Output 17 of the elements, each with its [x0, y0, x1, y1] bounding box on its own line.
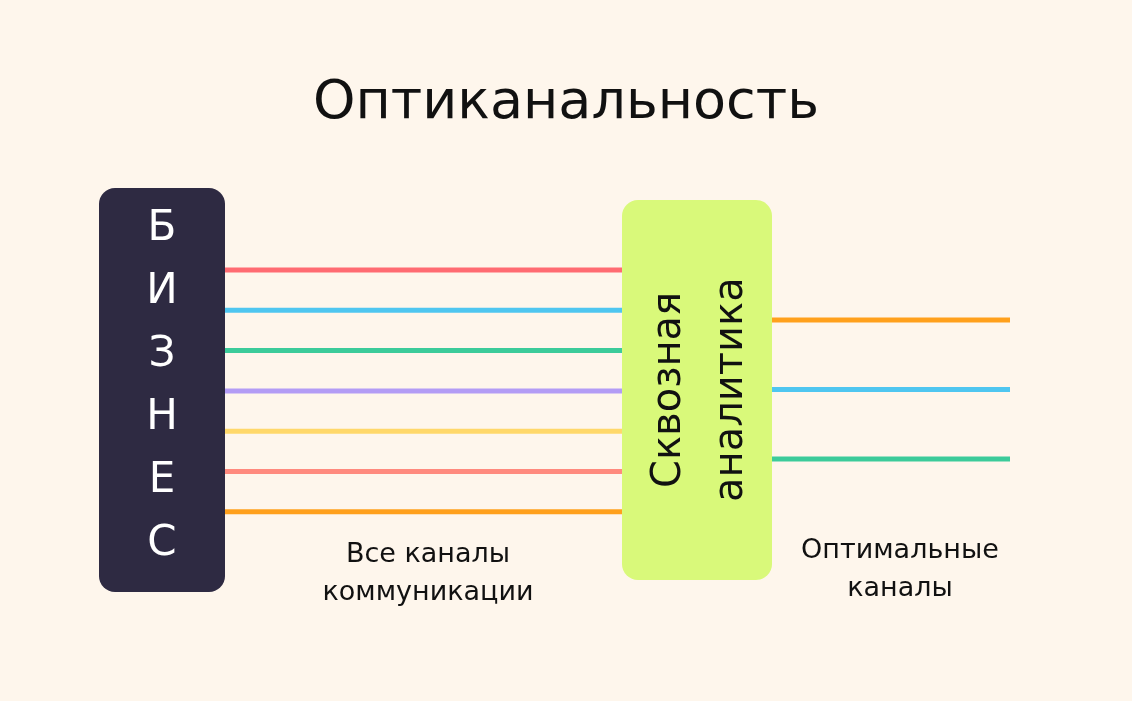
connector-line	[225, 267, 622, 273]
caption-text: Оптимальные каналы	[800, 532, 1000, 604]
connector-line	[772, 317, 1010, 323]
connector-line	[225, 509, 622, 515]
connector-line	[772, 387, 1010, 392]
business-box	[99, 188, 225, 592]
connector-line	[225, 428, 622, 434]
node-text: БИЗНЕС	[137, 201, 187, 579]
caption-text: Все каналы коммуникации	[321, 536, 535, 608]
node-text: Сквозная аналитика	[642, 276, 752, 505]
title: Оптиканальность	[311, 68, 821, 131]
connector-line	[225, 388, 622, 394]
analytics-box	[622, 200, 772, 580]
connector-line	[225, 348, 622, 354]
connector-line	[225, 307, 622, 313]
connector-line	[772, 456, 1010, 462]
connector-line	[225, 469, 622, 474]
